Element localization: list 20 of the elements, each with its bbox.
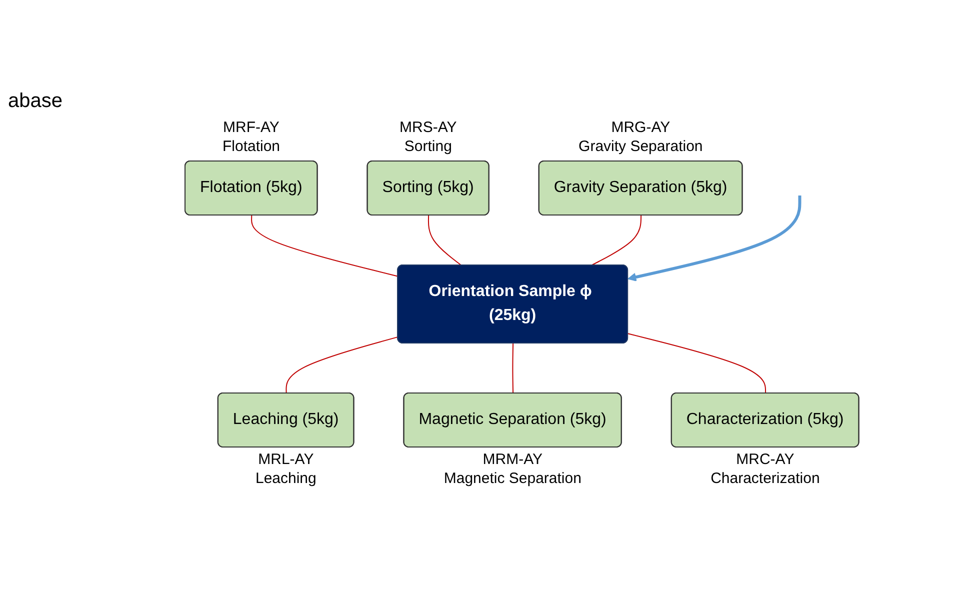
node-caption: Leaching [255,470,316,488]
connector [512,343,514,394]
node-caption: MRC-AY [735,450,796,470]
arrow [628,196,802,282]
node-caption: MRS-AY [400,118,457,138]
node-caption: Flotation [222,138,280,156]
connector [628,333,766,394]
note-text: abase [8,90,62,113]
connector [590,215,642,266]
node-caption: Magnetic Separation [444,470,582,488]
node-caption: MRG-AY [610,118,672,138]
node-caption: MRM-AY [482,450,544,470]
connector [286,336,399,394]
node-caption: MRL-AY [257,450,315,470]
node-caption: Sorting [403,138,453,156]
node-caption: Gravity Separation [578,138,703,156]
node-caption: Characterization [710,470,820,488]
connector [428,215,462,266]
node-caption: MRF-AY [222,118,280,138]
connector [251,215,399,277]
